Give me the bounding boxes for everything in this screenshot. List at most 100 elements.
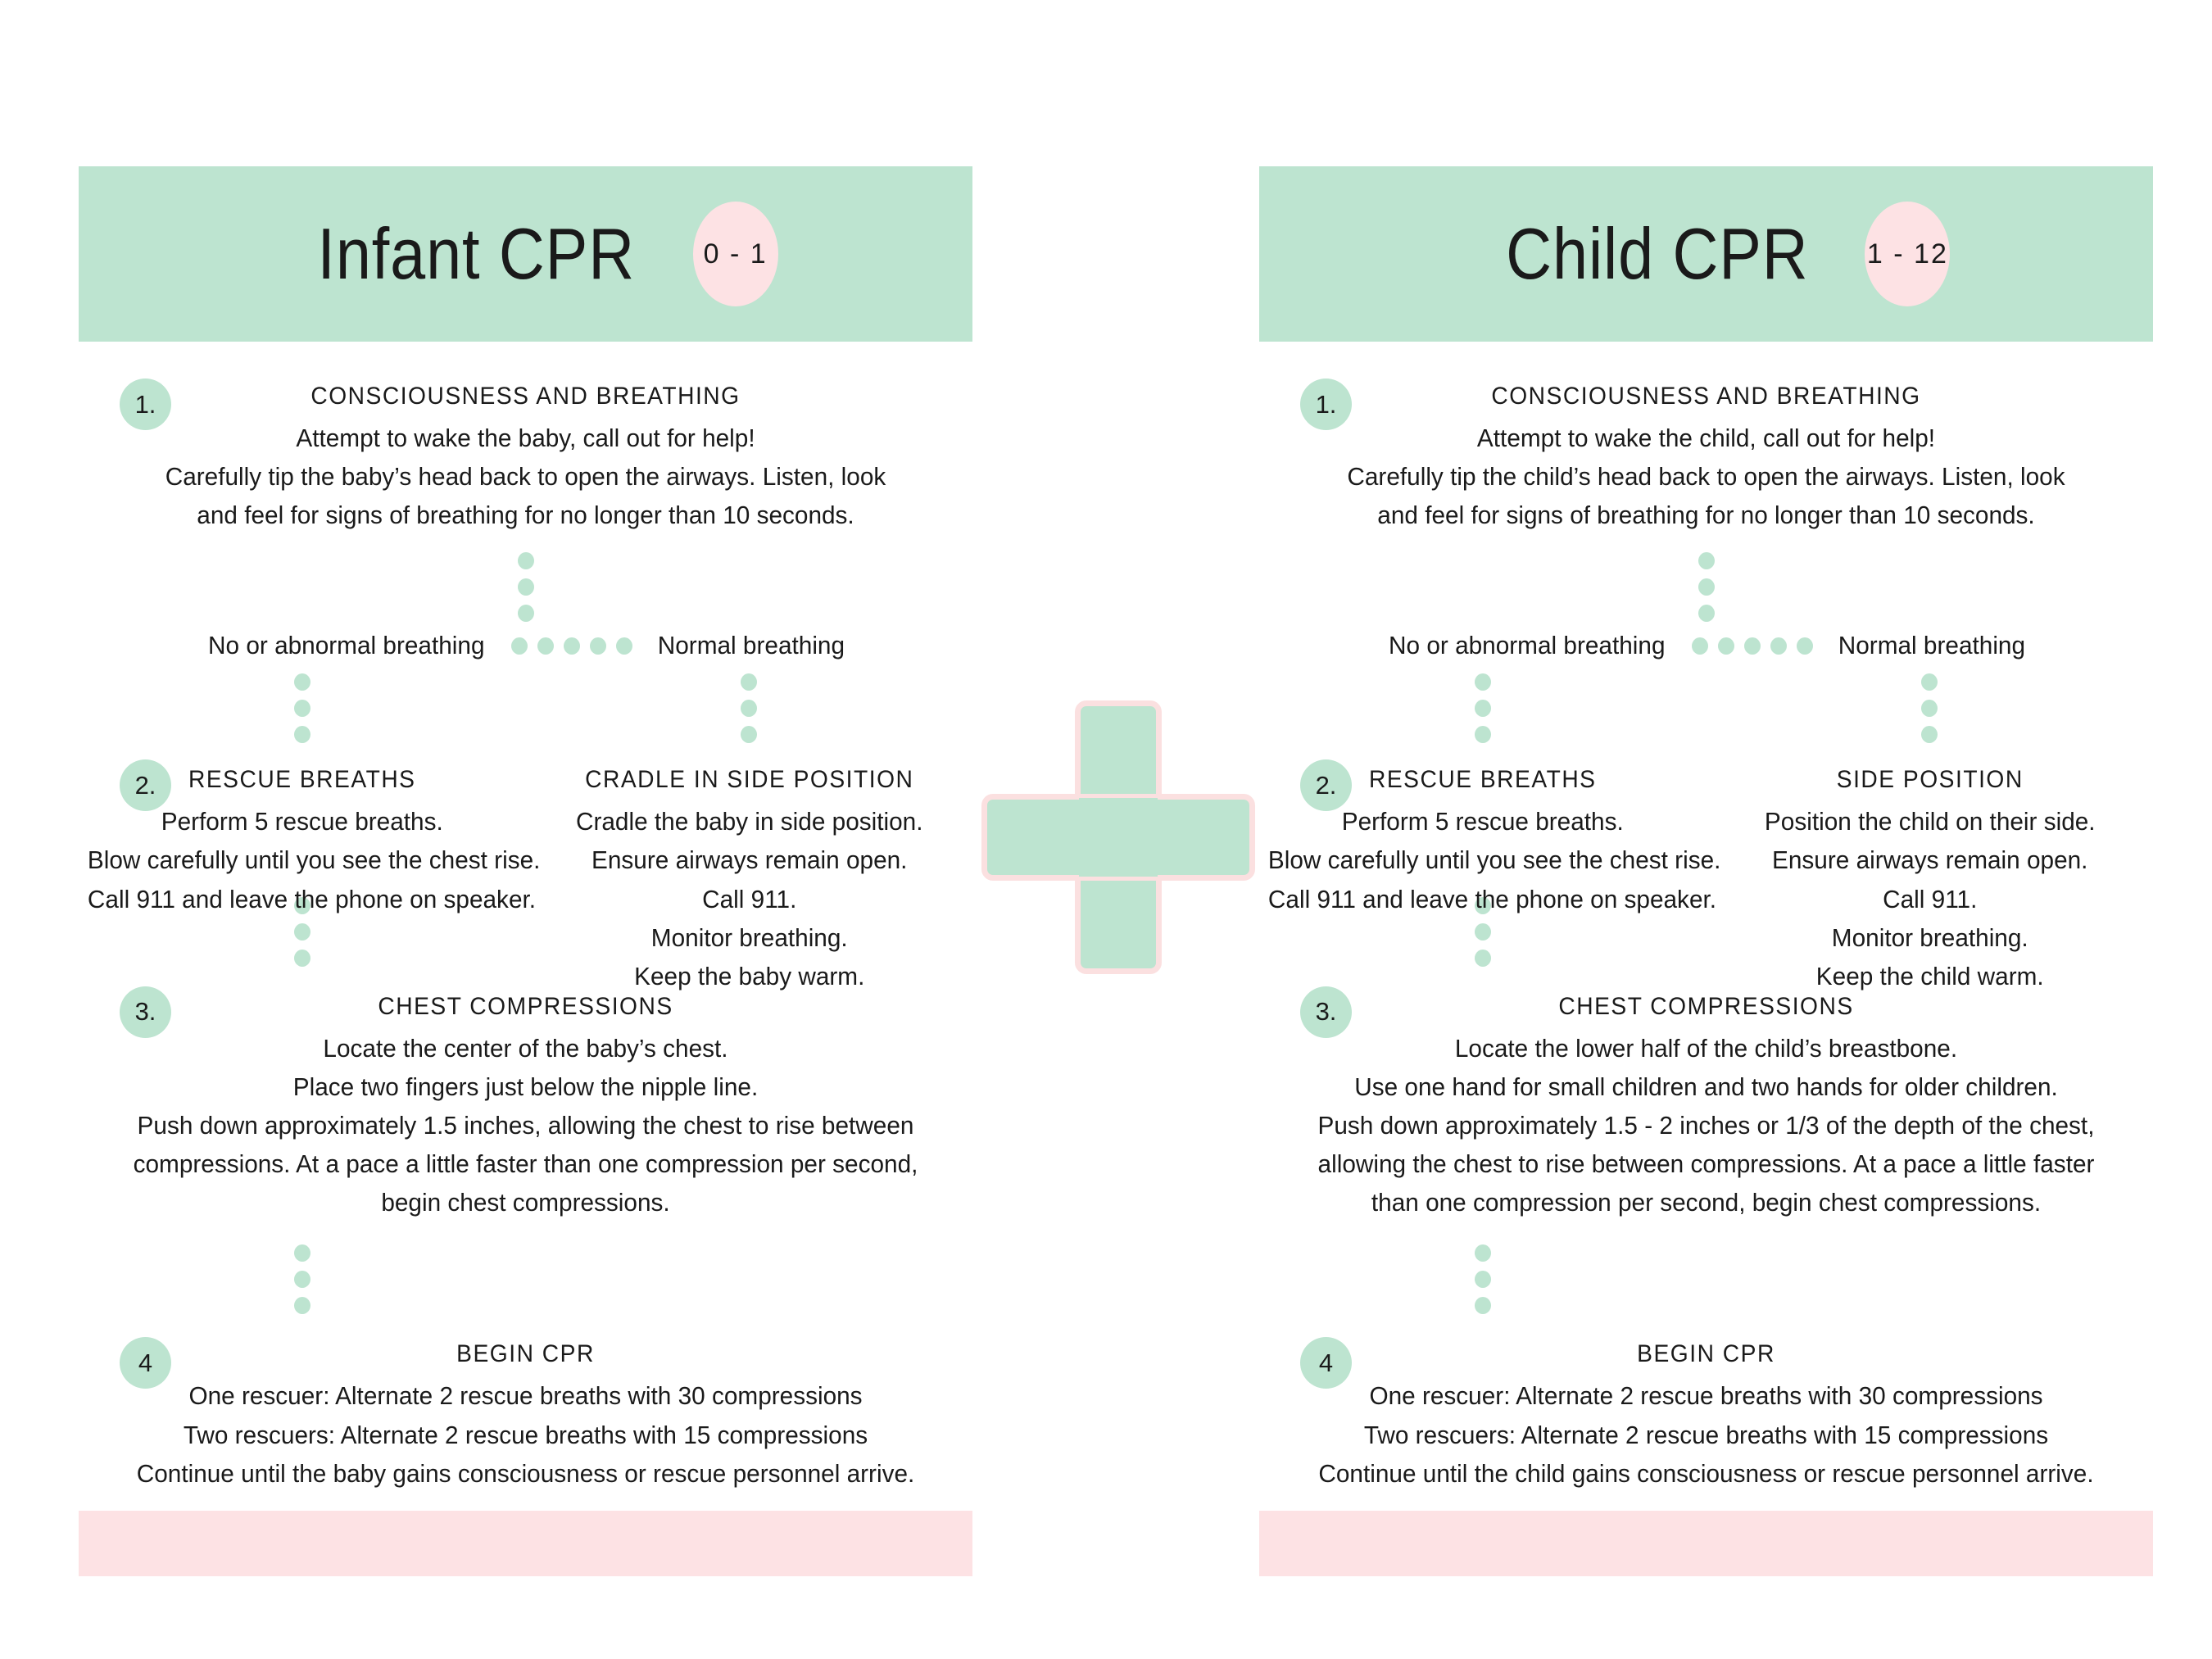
step-2-line: Perform 5 rescue breaths. bbox=[161, 807, 443, 836]
step-4-line: Two rescuers: Alternate 2 rescue breaths… bbox=[1363, 1420, 2049, 1449]
connector-dot bbox=[293, 922, 310, 941]
step-2-line: Keep the child warm. bbox=[1815, 961, 2044, 990]
step-2-line: Position the child on their side. bbox=[1764, 807, 2096, 836]
connector-dot bbox=[1921, 673, 1938, 691]
step-3-line: Push down approximately 1.5 inches, allo… bbox=[137, 1111, 914, 1140]
panel-body-infant: 1. CONSCIOUSNESS AND BREATHING Attempt t… bbox=[79, 342, 972, 1576]
connector-dot bbox=[293, 949, 310, 967]
step-2-line: Ensure airways remain open. bbox=[1771, 845, 2087, 875]
step-badge-4-infant: 4 bbox=[120, 1337, 171, 1389]
connector-dot bbox=[1718, 637, 1735, 655]
panel-header-child: Child CPR 1 - 12 bbox=[1259, 166, 2153, 342]
connector-dot bbox=[293, 1244, 310, 1262]
branch-label-abnormal-child: No or abnormal breathing bbox=[1388, 631, 1666, 660]
connector-dot bbox=[537, 637, 555, 655]
branch-label-abnormal-infant: No or abnormal breathing bbox=[207, 631, 485, 660]
panel-header-infant: Infant CPR 0 - 1 bbox=[79, 166, 972, 342]
step-1-infant: 1. CONSCIOUSNESS AND BREATHING Attempt t… bbox=[79, 342, 972, 534]
connector-dot bbox=[511, 637, 528, 655]
step-2-line: Monitor breathing. bbox=[650, 922, 848, 952]
connector-dot bbox=[1474, 922, 1491, 941]
step-1-line: and feel for signs of breathing for no l… bbox=[197, 501, 854, 530]
connector-dot bbox=[1474, 700, 1491, 718]
step-badge-1-child: 1. bbox=[1300, 378, 1352, 430]
age-badge-infant: 0 - 1 bbox=[692, 202, 778, 306]
branch-row-infant: No or abnormal breathing Normal breathin… bbox=[79, 631, 972, 660]
connector-branch-dots bbox=[511, 637, 633, 655]
connector-dot bbox=[1692, 637, 1709, 655]
step-3-infant: 3. CHEST COMPRESSIONS Locate the center … bbox=[79, 986, 972, 1222]
connector-to-step4-infant bbox=[79, 1244, 972, 1315]
step-4-line: Continue until the baby gains consciousn… bbox=[136, 1458, 915, 1488]
cross-center-fill bbox=[1079, 798, 1158, 877]
step-2-line: Monitor breathing. bbox=[1831, 922, 2028, 952]
connector-dot bbox=[741, 726, 758, 744]
connector-dot bbox=[1474, 1297, 1491, 1315]
connector-right-down-infant bbox=[526, 673, 973, 744]
step-3-line: Locate the lower half of the child’s bre… bbox=[1454, 1033, 1958, 1063]
connector-dot bbox=[1698, 605, 1715, 623]
connector-dot bbox=[1921, 726, 1938, 744]
step-2-line: Cradle the baby in side position. bbox=[575, 807, 923, 836]
step-4-line: Two rescuers: Alternate 2 rescue breaths… bbox=[183, 1420, 868, 1449]
connector-dot bbox=[517, 552, 534, 570]
panel-infant: Infant CPR 0 - 1 1. CONSCIOUSNESS AND BR… bbox=[79, 166, 972, 1576]
step-2-right-lines-child: Position the child on their side. Ensure… bbox=[1715, 802, 2144, 995]
step-3-line: Locate the center of the baby’s chest. bbox=[323, 1033, 728, 1063]
connector-dot bbox=[293, 726, 310, 744]
step-4-infant: 4 BEGIN CPR One rescuer: Alternate 2 res… bbox=[79, 1337, 972, 1492]
step-badge-2-infant: 2. bbox=[120, 759, 171, 812]
step-badge-3-child: 3. bbox=[1300, 986, 1352, 1038]
step-3-line: compressions. At a pace a little faster … bbox=[133, 1149, 918, 1179]
connector-left-down-infant bbox=[79, 673, 526, 744]
age-badge-child: 1 - 12 bbox=[1865, 202, 1951, 306]
connector-dot bbox=[741, 700, 758, 718]
connector-to-step3-infant bbox=[79, 896, 972, 967]
step-2-infant: 2. RESCUE BREATHS Perform 5 rescue breat… bbox=[79, 759, 972, 995]
step-2-child: 2. RESCUE BREATHS Perform 5 rescue breat… bbox=[1259, 759, 2154, 995]
step-3-line: begin chest compressions. bbox=[381, 1188, 670, 1217]
connector-right-down-child bbox=[1707, 673, 2154, 744]
connector-left-down-child bbox=[1259, 673, 1707, 744]
branch-descenders-infant bbox=[79, 673, 973, 744]
connector-stem-infant bbox=[79, 552, 972, 623]
step-2-line: Call 911. bbox=[1882, 884, 1977, 913]
connector-dot bbox=[1474, 1271, 1491, 1289]
step-3-heading-child: CHEST COMPRESSIONS bbox=[1558, 992, 1854, 1020]
connector-dot bbox=[293, 1297, 310, 1315]
step-2-right-child: SIDE POSITION Position the child on thei… bbox=[1707, 766, 2154, 995]
step-badge-3-infant: 3. bbox=[120, 986, 171, 1038]
step-2-line: Ensure airways remain open. bbox=[591, 845, 907, 875]
step-4-heading-child: BEGIN CPR bbox=[1637, 1340, 1775, 1368]
step-2-left-lines-child: Perform 5 rescue breaths. Blow carefully… bbox=[1268, 802, 1720, 918]
step-4-line: One rescuer: Alternate 2 rescue breaths … bbox=[1369, 1381, 2043, 1411]
step-2-right-heading-child: SIDE POSITION bbox=[1836, 766, 2024, 794]
step-1-line: Attempt to wake the baby, call out for h… bbox=[296, 424, 755, 452]
step-3-line: Use one hand for small children and two … bbox=[1354, 1072, 2058, 1101]
step-4-line: Continue until the child gains conscious… bbox=[1318, 1458, 2094, 1488]
step-badge-2-child: 2. bbox=[1300, 759, 1352, 812]
step-2-left-lines-infant: Perform 5 rescue breaths. Blow carefully… bbox=[87, 802, 541, 918]
connector-dot bbox=[293, 896, 310, 914]
step-2-line: Blow carefully until you see the chest r… bbox=[87, 845, 541, 875]
step-1-lines-infant: Attempt to wake the baby, call out for h… bbox=[97, 419, 954, 534]
connector-branch-dots bbox=[1692, 637, 1814, 655]
step-3-child: 3. CHEST COMPRESSIONS Locate the lower h… bbox=[1259, 986, 2153, 1222]
page-title-infant: Infant CPR bbox=[317, 213, 636, 294]
step-1-lines-child: Attempt to wake the child, call out for … bbox=[1277, 419, 2135, 534]
connector-dot bbox=[293, 700, 310, 718]
step-3-line: Place two fingers just below the nipple … bbox=[292, 1072, 759, 1101]
step-4-child: 4 BEGIN CPR One rescuer: Alternate 2 res… bbox=[1259, 1337, 2153, 1492]
step-2-right-lines-infant: Cradle the baby in side position. Ensure… bbox=[534, 802, 963, 995]
connector-dot bbox=[517, 605, 534, 623]
connector-dot bbox=[564, 637, 581, 655]
connector-dot bbox=[590, 637, 607, 655]
step-4-heading-infant: BEGIN CPR bbox=[456, 1340, 595, 1368]
connector-dot bbox=[1474, 949, 1491, 967]
step-2-left-heading-child: RESCUE BREATHS bbox=[1368, 766, 1597, 794]
step-3-lines-child: Locate the lower half of the child’s bre… bbox=[1277, 1029, 2135, 1222]
connector-dot bbox=[1770, 637, 1788, 655]
step-2-left-child: RESCUE BREATHS Perform 5 rescue breaths.… bbox=[1259, 766, 1720, 995]
connector-step2-step3-child bbox=[1259, 896, 1707, 967]
panel-footer-infant bbox=[79, 1510, 972, 1576]
